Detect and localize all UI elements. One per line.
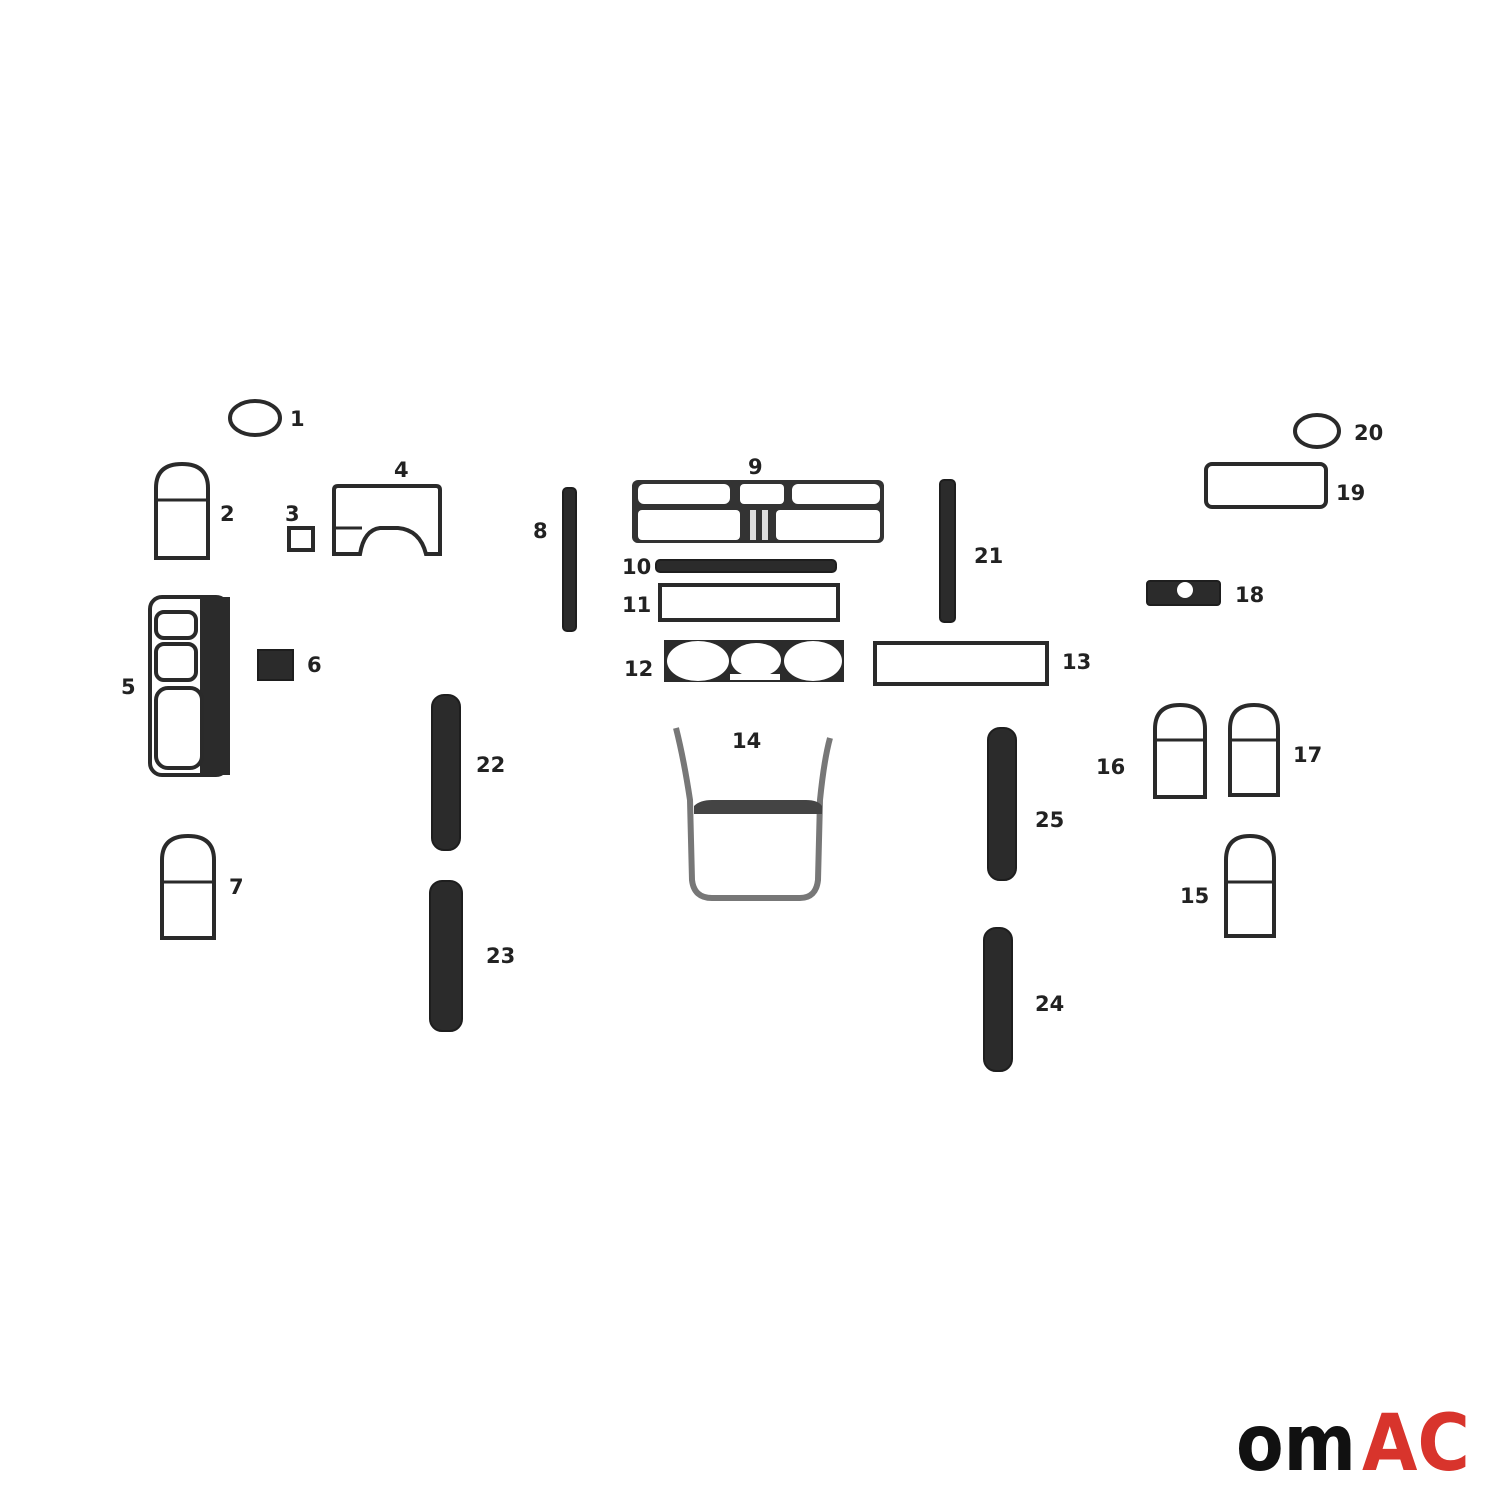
label-24: 24 — [1035, 992, 1064, 1016]
label-23: 23 — [486, 944, 515, 968]
label-12: 12 — [624, 657, 653, 681]
part-22-door-strip — [431, 694, 461, 851]
label-19: 19 — [1336, 481, 1365, 505]
label-6: 6 — [307, 653, 322, 677]
part-8-vertical-strip — [562, 487, 577, 632]
part-2-switch-panel — [154, 461, 210, 560]
label-8: 8 — [533, 519, 548, 543]
label-14: 14 — [732, 729, 761, 753]
label-4: 4 — [394, 458, 409, 482]
part-20-round-trim — [1293, 413, 1341, 449]
part-15-switch-panel — [1224, 833, 1276, 938]
logo-red-part: AC — [1362, 1399, 1470, 1489]
part-4-vent-surround — [332, 484, 442, 556]
part-6-square-trim — [257, 649, 294, 681]
part-16-switch-panel — [1153, 702, 1207, 799]
part-10-bar — [655, 559, 837, 573]
label-9: 9 — [748, 455, 763, 479]
part-1-round-trim — [228, 399, 282, 437]
label-20: 20 — [1354, 421, 1383, 445]
part-12-gauge-cluster — [664, 640, 844, 682]
label-15: 15 — [1180, 884, 1209, 908]
omac-logo: om AC — [1236, 1399, 1470, 1489]
part-14-console-surround — [673, 727, 833, 901]
label-16: 16 — [1096, 755, 1125, 779]
label-21: 21 — [974, 544, 1003, 568]
part-3-small-trim — [287, 526, 315, 552]
part-24-door-strip — [983, 927, 1013, 1072]
label-25: 25 — [1035, 808, 1064, 832]
part-5-door-panel — [148, 595, 230, 777]
part-17-switch-panel — [1228, 702, 1280, 797]
label-1: 1 — [290, 407, 305, 431]
part-13-rect-trim — [873, 641, 1049, 686]
label-5: 5 — [121, 675, 136, 699]
part-23-door-strip — [429, 880, 463, 1032]
part-25-door-strip — [987, 727, 1017, 881]
label-13: 13 — [1062, 650, 1091, 674]
label-3: 3 — [285, 502, 300, 526]
part-18-button-trim — [1146, 580, 1221, 606]
part-19-rect-trim — [1204, 462, 1328, 509]
part-9-vent-panel — [632, 480, 884, 543]
label-18: 18 — [1235, 583, 1264, 607]
label-11: 11 — [622, 593, 651, 617]
label-10: 10 — [622, 555, 651, 579]
label-22: 22 — [476, 753, 505, 777]
label-7: 7 — [229, 875, 244, 899]
label-17: 17 — [1293, 743, 1322, 767]
part-21-vertical-strip — [939, 479, 956, 623]
part-7-switch-panel — [160, 833, 216, 940]
label-2: 2 — [220, 502, 235, 526]
part-11-rect-trim — [658, 583, 840, 622]
logo-dark-part: om — [1236, 1399, 1356, 1489]
